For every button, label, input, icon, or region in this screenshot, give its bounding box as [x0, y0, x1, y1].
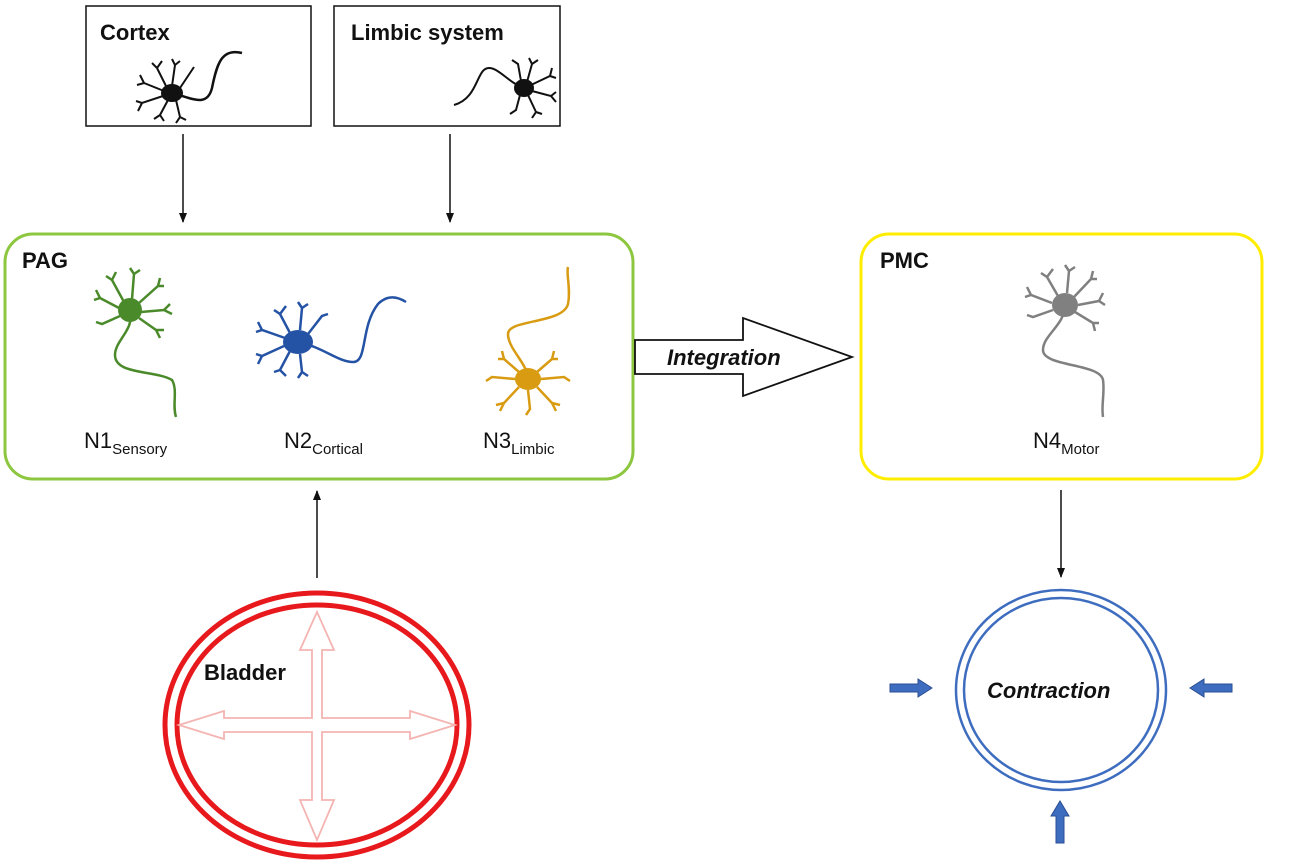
n1-sensory-neuron-icon [93, 267, 178, 418]
pag-box: PAG [3, 232, 635, 481]
n3-name: N3 [483, 428, 511, 453]
n2-name: N2 [284, 428, 312, 453]
n1-name: N1 [84, 428, 112, 453]
n4-motor-neuron-icon [1024, 264, 1106, 418]
pmc-label: PMC [880, 248, 929, 273]
bladder-expansion-arrows [175, 609, 459, 843]
cortex-box: Cortex [85, 5, 312, 127]
n4-subscript: Motor [1061, 441, 1099, 458]
n1-subscript: Sensory [112, 441, 168, 458]
n2-cortical-neuron-icon [255, 296, 407, 379]
contraction-arrow-right [1189, 678, 1233, 698]
integration-label: Integration [667, 345, 781, 370]
pag-label: PAG [22, 248, 68, 273]
bladder: Bladder [162, 590, 472, 860]
n3-limbic-neuron-icon [485, 266, 571, 416]
pmc-box: PMC [859, 232, 1264, 481]
n3-label: N3Limbic [483, 428, 555, 458]
limbic-neuron-icon [453, 57, 557, 119]
n4-label: N4Motor [1033, 428, 1099, 458]
contraction-arrow-bottom [1050, 800, 1070, 844]
limbic-system-box: Limbic system [333, 5, 561, 127]
n3-subscript: Limbic [511, 441, 555, 458]
cortex-neuron-icon [135, 50, 243, 124]
integration-arrow: Integration [634, 316, 855, 398]
n1-label: N1Sensory [84, 428, 168, 458]
n4-name: N4 [1033, 428, 1061, 453]
contraction: Contraction [889, 588, 1233, 844]
bladder-label: Bladder [204, 660, 286, 685]
contraction-arrow-left [889, 678, 933, 698]
contraction-label: Contraction [987, 678, 1110, 703]
n2-subscript: Cortical [312, 441, 363, 458]
cortex-label: Cortex [100, 20, 170, 45]
n2-label: N2Cortical [284, 428, 363, 458]
limbic-system-label: Limbic system [351, 20, 504, 45]
